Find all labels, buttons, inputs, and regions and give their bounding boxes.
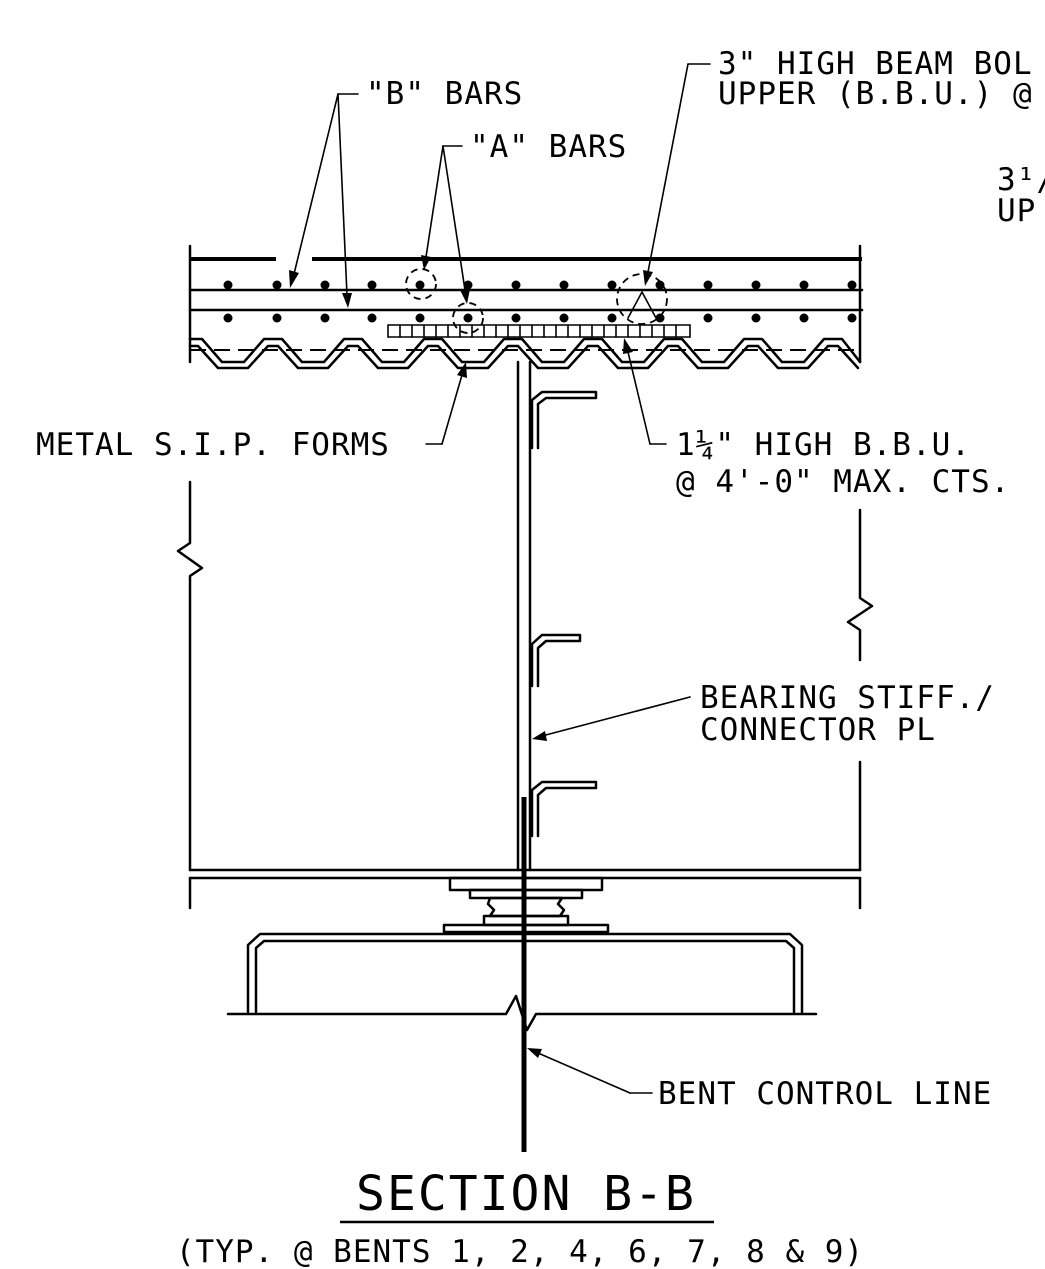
leaders <box>289 63 711 1094</box>
label-bearing-line2: CONNECTOR PL <box>700 712 936 748</box>
section-subtitle: (TYP. @ BENTS 1, 2, 4, 6, 7, 8 & 9) <box>176 1234 864 1269</box>
highlight-circles <box>405 268 668 334</box>
metal-sip-forms <box>188 337 862 370</box>
label-bent-control: BENT CONTROL LINE <box>658 1076 992 1112</box>
bottom-rebar-dots <box>223 313 857 323</box>
deck-slab <box>188 244 864 364</box>
label-bbu-line2: @ 4'-0" MAX. CTS. <box>676 464 1010 500</box>
label-bbu-line1: 1¼" HIGH B.B.U. <box>676 427 971 463</box>
label-partial-right-line2: UP <box>997 193 1036 229</box>
label-bearing-line1: BEARING STIFF./ <box>700 680 995 716</box>
label-b-bars: "B" BARS <box>366 76 523 112</box>
label-a-bars: "A" BARS <box>470 129 627 165</box>
label-beam-bolster-line1: 3" HIGH BEAM BOL <box>718 46 1033 82</box>
label-metal-forms: METAL S.I.P. FORMS <box>36 427 390 463</box>
label-beam-bolster-line2: UPPER (B.B.U.) @ <box>718 76 1033 112</box>
top-rebar-dots <box>223 280 857 290</box>
bearing-stiffener <box>516 360 598 872</box>
small-bolster <box>387 324 691 338</box>
section-title: SECTION B-B <box>356 1166 696 1222</box>
label-partial-right-line1: 3¹/ <box>997 162 1045 198</box>
